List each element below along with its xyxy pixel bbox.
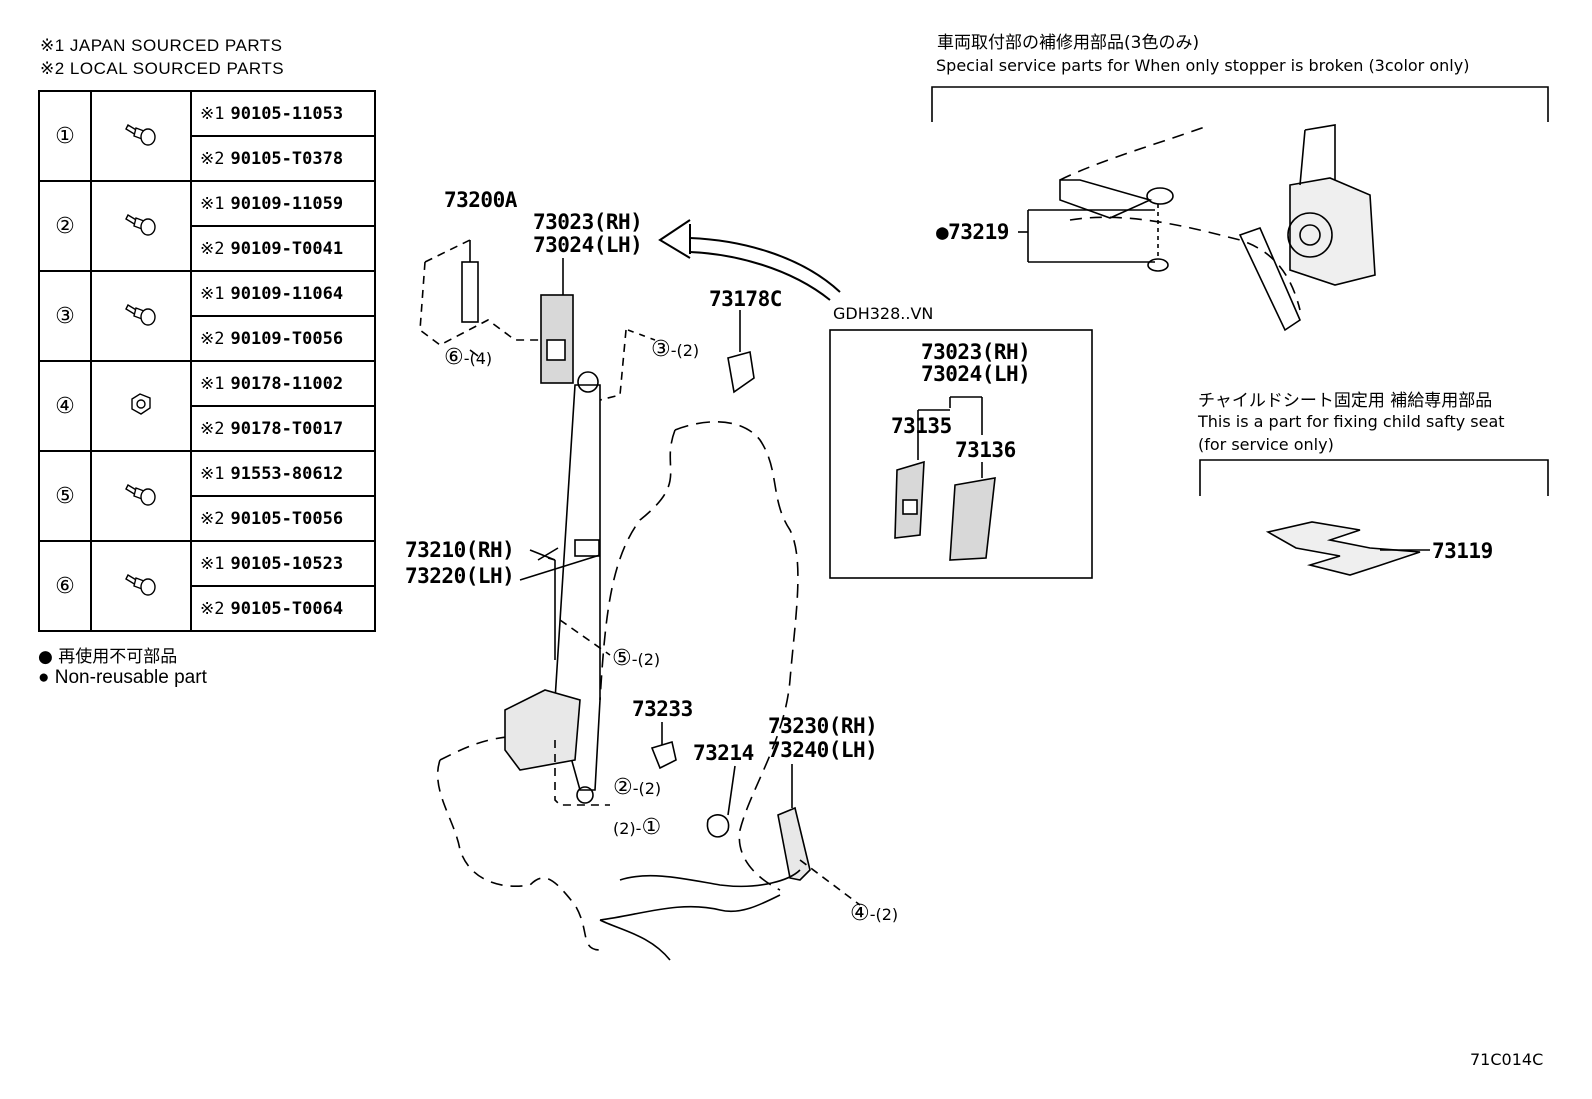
label-73200A: 73200A	[444, 188, 517, 212]
nonreusable-note-en: ● Non-reusable part	[38, 667, 207, 689]
filled-dot-icon: ●	[38, 647, 53, 667]
label-73219: ●73219	[936, 220, 1009, 244]
label-73210-rh: 73210(RH)	[405, 538, 515, 562]
special-service-title-en: Special service parts for When only stop…	[936, 56, 1470, 75]
part-index: ③	[38, 270, 92, 362]
label-73230-rh: 73230(RH)	[768, 714, 878, 738]
part-index: ⑥	[38, 540, 92, 632]
bolt-icon	[124, 213, 158, 243]
child-seat-title-en2: (for service only)	[1198, 435, 1334, 454]
nonreusable-text-jp: 再使用不可部品	[58, 647, 178, 667]
label-73233: 73233	[632, 697, 693, 721]
callout-4: ④-(2)	[850, 900, 899, 925]
special-service-title-jp: 車両取付部の補修用部品(3色のみ)	[937, 33, 1200, 53]
label-73220-lh: 73220(LH)	[405, 564, 515, 588]
seat-cushion	[436, 759, 601, 951]
label-73214: 73214	[693, 741, 754, 765]
bolt-icon	[124, 573, 158, 603]
callout-1: (2)-①	[613, 814, 662, 839]
callout-5: ⑤-(2)	[612, 645, 661, 670]
child-seat-title-en1: This is a part for fixing child safty se…	[1198, 412, 1505, 431]
cover-73214	[706, 814, 730, 838]
upper-belt-anchor	[1059, 124, 1301, 311]
part-index: ②	[38, 180, 92, 272]
part-index: ④	[38, 360, 92, 452]
bolt-icon	[124, 123, 158, 153]
figure-code: 71C014C	[1470, 1050, 1544, 1069]
label-box-73023-rh: 73023(RH)	[921, 340, 1031, 364]
label-73135: 73135	[891, 414, 952, 438]
callout-3: ③-(2)	[651, 336, 700, 361]
buckle-73230	[777, 806, 811, 881]
legend-local-sourced: ※2 LOCAL SOURCED PARTS	[40, 59, 285, 78]
seat-outline	[674, 421, 799, 891]
bolt-icon	[124, 483, 158, 513]
retractor-cover-73023	[540, 294, 574, 384]
child-seat-part-73119	[1265, 521, 1421, 576]
pad-73233	[650, 740, 677, 770]
part-index: ⑤	[38, 450, 92, 542]
clip-73178C	[727, 350, 755, 394]
label-box-73024-lh: 73024(LH)	[921, 362, 1031, 386]
cover-73136	[949, 477, 996, 561]
nonreusable-note-jp: ● 再使用不可部品	[38, 642, 177, 667]
filled-dot-icon: ●	[38, 667, 50, 688]
label-gdh-model: GDH328..VN	[833, 304, 934, 323]
label-73024-lh: 73024(LH)	[533, 233, 643, 257]
child-seat-title-jp: チャイルドシート固定用 補給専用部品	[1198, 391, 1493, 411]
legend-japan-sourced: ※1 JAPAN SOURCED PARTS	[40, 36, 283, 55]
seat-back-left	[599, 429, 676, 701]
wire-harness	[599, 869, 801, 961]
callout-6: ⑥-(4)	[444, 344, 493, 369]
label-73178C: 73178C	[709, 287, 782, 311]
label-73023-rh: 73023(RH)	[533, 210, 643, 234]
label-73136: 73136	[955, 438, 1016, 462]
label-73240-lh: 73240(LH)	[768, 738, 878, 762]
shoulder-anchor-73200A	[461, 261, 479, 323]
part-index: ①	[38, 90, 92, 182]
nonreusable-text-en: Non-reusable part	[54, 667, 207, 688]
bolt-icon	[124, 303, 158, 333]
nut-icon	[126, 392, 156, 423]
retractor-body	[504, 689, 581, 771]
arrow-to-retractor-cover	[689, 237, 841, 293]
service-kit-box	[829, 329, 1093, 579]
label-73119: 73119	[1432, 539, 1493, 563]
callout-2: ②-(2)	[613, 774, 662, 799]
